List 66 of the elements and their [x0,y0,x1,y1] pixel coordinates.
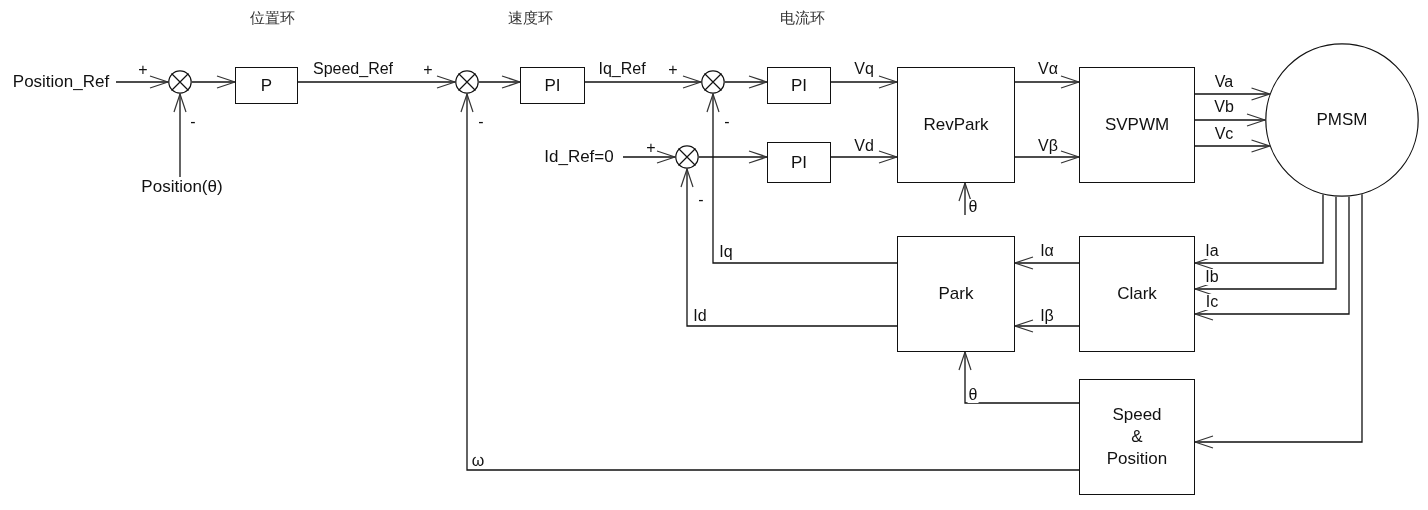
arrow [958,351,1080,404]
edge-label: Id [692,308,708,324]
edge-label: Vb [1213,99,1235,115]
arrow [830,75,898,89]
arrow [478,75,521,89]
motor-circle: PMSM [1265,43,1419,197]
arrow [1194,196,1337,296]
edge-label: Iq_Ref [597,61,647,77]
arrow [1014,319,1080,333]
edge-label: Vα [1037,61,1059,77]
arrow [584,75,702,89]
block-box: RevPark [897,67,1015,183]
edge-label: Speed_Ref [311,61,395,77]
arrow [191,75,236,89]
arrow [1194,139,1271,153]
arrow [297,75,456,89]
arrow [1194,87,1271,101]
edge-label: ω [470,453,486,469]
block-box: Park [897,236,1015,352]
edge-label: Ib [1204,269,1220,285]
arrow [115,75,169,89]
loop-title: 电流环 [778,10,826,26]
block-box: Speed & Position [1079,379,1195,495]
edge-label: θ [967,387,979,403]
edge-label: Iα [1039,243,1055,259]
arrow [706,93,898,264]
arrow [622,150,676,164]
arrow [698,150,768,164]
arrow [1194,113,1266,127]
loop-title: 位置环 [248,10,296,26]
summing-junction [168,70,192,94]
arrow [1194,196,1350,321]
block-box: P [235,67,298,104]
arrow [1014,75,1080,89]
block-box: PI [767,67,831,104]
summing-junction [675,145,699,169]
arrow [1194,193,1363,449]
arrow [1014,256,1080,270]
edge-label: Vq [853,61,875,77]
edge-label: θ [967,199,979,215]
edge-label: Iβ [1039,308,1055,324]
signal-label: Position_Ref [6,72,116,92]
arrow [724,75,768,89]
edge-label: Va [1213,74,1235,90]
arrow [1014,150,1080,164]
arrow [173,93,187,178]
block-box: PI [520,67,585,104]
block-box: PI [767,142,831,183]
edge-label: Vβ [1037,138,1059,154]
signal-label: Position(θ) [134,177,230,197]
arrow [460,93,1080,471]
arrow [1194,193,1324,270]
edge-label: Ic [1204,294,1220,310]
edge-label: Iq [718,244,734,260]
loop-title: 速度环 [506,10,554,26]
signal-label: Id_Ref=0 [535,147,623,167]
arrow [958,182,972,216]
summing-junction [455,70,479,94]
block-box: Clark [1079,236,1195,352]
edge-label: Vc [1213,126,1235,142]
summing-junction [701,70,725,94]
edge-label: Vd [853,138,875,154]
arrow [680,168,898,327]
edge-label: Ia [1204,243,1220,259]
arrow [830,150,898,164]
block-box: SVPWM [1079,67,1195,183]
